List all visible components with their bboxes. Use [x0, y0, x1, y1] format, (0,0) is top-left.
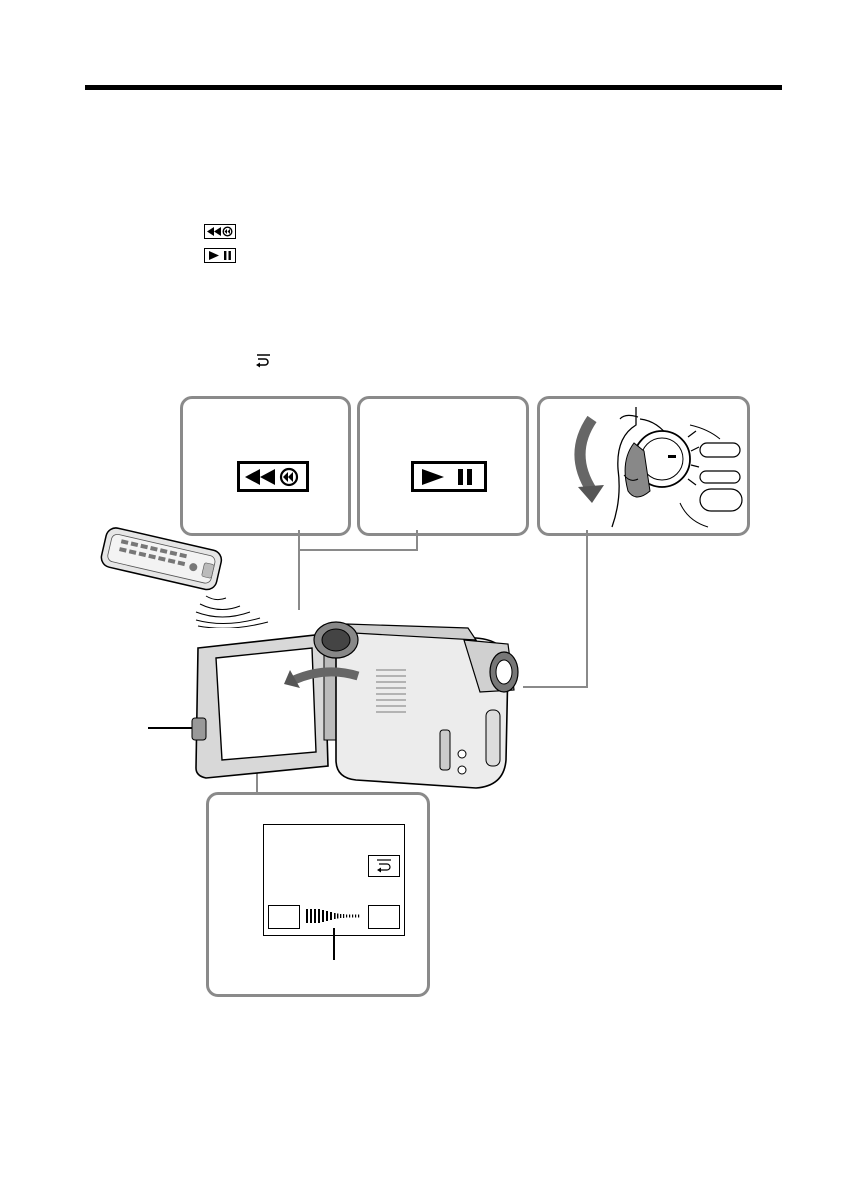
leader-line: [586, 530, 588, 688]
lcd-screen-callout: [206, 792, 430, 997]
leader-line: [416, 530, 418, 551]
inline-play-pause-icon: [204, 248, 236, 263]
inline-return-arrow-icon: [254, 354, 272, 368]
left-indicator-box: [268, 905, 300, 929]
rewind-button-callout: [180, 396, 351, 536]
leader-line: [298, 530, 300, 610]
camcorder-icon: [186, 600, 536, 800]
inline-rewind-review-icon: [204, 224, 236, 239]
lcd-screen-display: [263, 824, 405, 936]
return-arrow-icon: [369, 856, 399, 876]
meter-leader: [333, 928, 335, 960]
tape-position-meter: [306, 909, 364, 925]
leader-line: [298, 549, 417, 551]
play-pause-button-callout: [357, 396, 529, 536]
right-indicator-box: [368, 905, 400, 929]
power-dial-icon: [540, 399, 747, 533]
power-switch-callout: [537, 396, 750, 536]
header-rule: [85, 85, 782, 90]
rewind-review-icon: [237, 461, 309, 492]
return-indicator: [368, 855, 400, 877]
play-pause-icon: [411, 461, 487, 492]
